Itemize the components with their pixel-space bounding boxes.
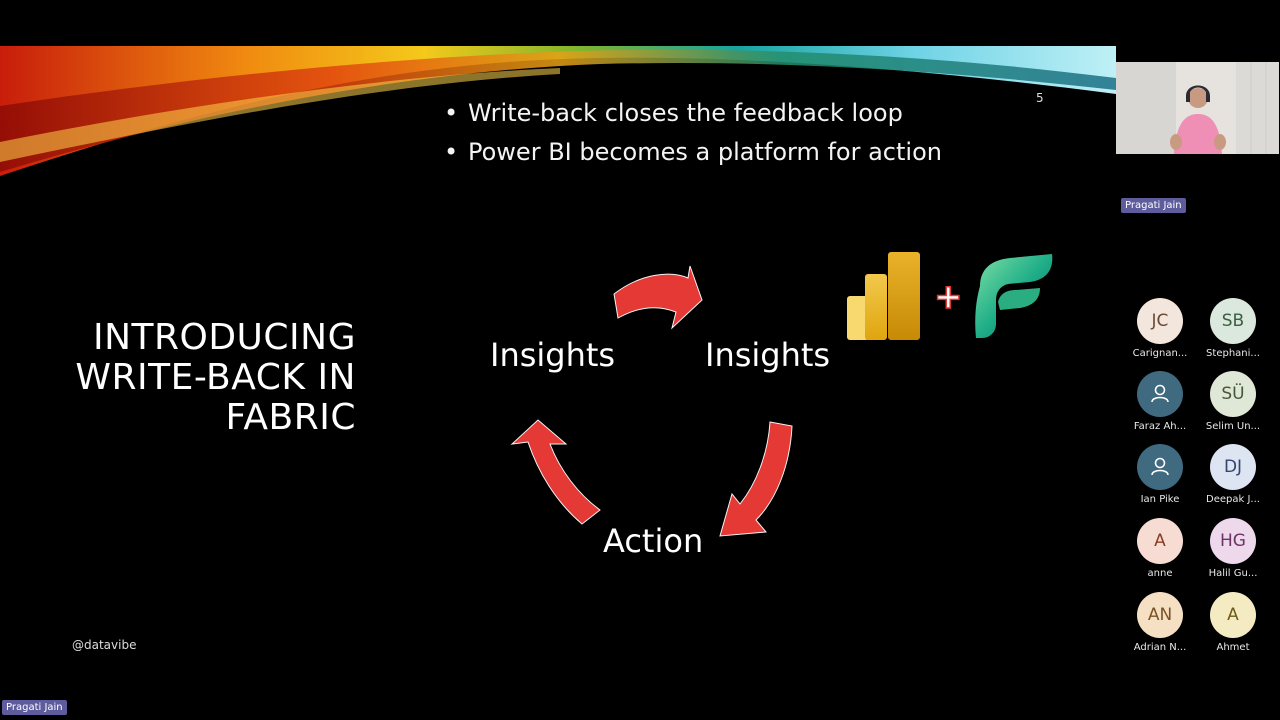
participant-name: Ian Pike: [1140, 494, 1180, 505]
bullet-item: •Write-back closes the feedback loop: [444, 99, 903, 127]
participant-tile[interactable]: SB Stephani...: [1198, 298, 1268, 359]
slide-number: 5: [1036, 91, 1044, 105]
participant-avatar: A: [1137, 518, 1183, 564]
cycle-arrows: [510, 265, 793, 537]
presenter-handle: @datavibe: [72, 638, 137, 652]
participant-avatar: JC: [1137, 298, 1183, 344]
participant-tile[interactable]: HG Halil Gu...: [1198, 518, 1268, 579]
participant-avatar: SÜ: [1210, 371, 1256, 417]
participant-tile[interactable]: JC Carignan...: [1125, 298, 1195, 359]
fabric-logo-icon: [975, 254, 1053, 338]
person-icon: [1151, 384, 1169, 403]
participant-avatar: [1137, 444, 1183, 490]
participant-tile[interactable]: SÜ Selim Ün...: [1198, 371, 1268, 432]
cycle-label-right: Insights: [705, 336, 831, 374]
participant-name: Selim Ün...: [1205, 421, 1261, 432]
participant-name: Carignan...: [1132, 348, 1188, 359]
participant-name: anne: [1147, 568, 1173, 579]
cycle-arrow-right: [719, 421, 793, 537]
power-bi-logo-icon: [847, 252, 920, 340]
participant-name: Deepak J...: [1206, 494, 1260, 505]
shared-screen-name-tag: Pragati Jain: [2, 700, 67, 715]
participant-avatar: AN: [1137, 592, 1183, 638]
cycle-arrow-left: [510, 419, 601, 525]
participant-tile[interactable]: A Ahmet: [1198, 592, 1268, 653]
participant-tile[interactable]: Faraz Ah...: [1125, 371, 1195, 432]
person-icon: [1151, 457, 1169, 476]
participant-avatar: [1137, 371, 1183, 417]
product-logos: +: [847, 252, 1053, 340]
rainbow-swoosh-decoration: [0, 46, 1116, 176]
cycle-label-left: Insights: [490, 336, 616, 374]
participant-tile[interactable]: Ian Pike: [1125, 444, 1195, 505]
slide: •Write-back closes the feedback loop •Po…: [0, 46, 1116, 670]
presenter-name-tag: Pragati Jain: [1121, 198, 1186, 213]
participant-name: Stephani...: [1206, 348, 1260, 359]
slide-title: INTRODUCING WRITE-BACK IN FABRIC: [75, 317, 356, 438]
plus-symbol: +: [934, 277, 963, 317]
presenter-video-feed: [1116, 62, 1279, 154]
participant-name: Adrian N...: [1133, 642, 1187, 653]
cycle-label-bottom: Action: [603, 522, 704, 560]
participant-tile[interactable]: AN Adrian N...: [1125, 592, 1195, 653]
participant-avatar: HG: [1210, 518, 1256, 564]
participant-tile[interactable]: DJ Deepak J...: [1198, 444, 1268, 505]
participant-name: Faraz Ah...: [1133, 421, 1187, 432]
slide-bullets: •Write-back closes the feedback loop •Po…: [444, 94, 942, 172]
presenter-video-tile[interactable]: [1116, 62, 1279, 154]
participant-avatar: DJ: [1210, 444, 1256, 490]
participant-avatar: SB: [1210, 298, 1256, 344]
participant-name: Halil Gu...: [1208, 568, 1258, 579]
cycle-arrow-top: [613, 265, 703, 330]
participant-name: Ahmet: [1216, 642, 1250, 653]
participant-avatar: A: [1210, 592, 1256, 638]
bullet-item: •Power BI becomes a platform for action: [444, 138, 942, 166]
